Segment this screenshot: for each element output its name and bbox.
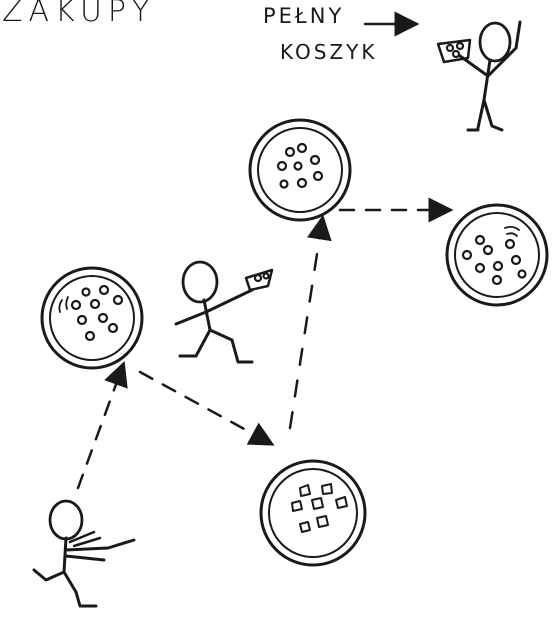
cell-left — [40, 266, 144, 370]
cell-top — [248, 118, 352, 222]
arrow-start-to-left — [76, 360, 128, 490]
start-person — [32, 499, 136, 608]
arrow-bottom-to-top — [288, 214, 332, 430]
finish-person — [436, 20, 522, 132]
carrier-person — [174, 260, 274, 364]
cell-right — [445, 203, 549, 307]
full-basket-label-line2: KOSZYK — [280, 40, 378, 64]
full-basket-label-line1: PEŁNY — [263, 4, 345, 28]
title-text: ZAKUPY — [2, 0, 156, 29]
cell-bottom — [259, 459, 367, 567]
arrow-left-to-bottom — [138, 370, 275, 446]
